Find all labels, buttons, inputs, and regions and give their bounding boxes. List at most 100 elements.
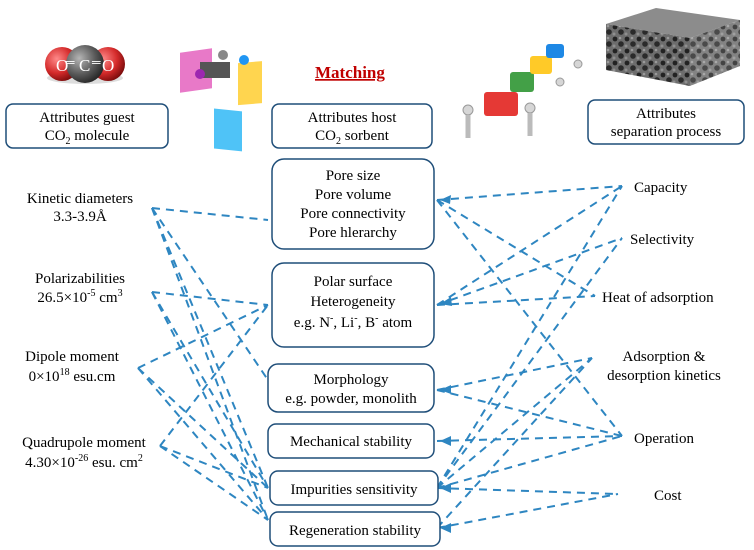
impurities-label: Impurities sensitivity (290, 482, 418, 498)
operation-label: Operation (634, 431, 694, 447)
puzzle-blue (546, 44, 564, 58)
mechanical-box-frame (267, 423, 435, 459)
double-bond-right: ═ (91, 55, 101, 69)
link-surface-capacity (436, 185, 623, 306)
figure-head-1 (218, 50, 228, 60)
process-box-frame (587, 99, 745, 145)
cube-dark-top (200, 62, 230, 78)
cube-pink (180, 48, 212, 93)
pore-line-4: Pore hlerarchy (309, 225, 397, 241)
kinetic-value: 3.3-3.9Å (53, 209, 106, 225)
link-mechanical-operation (436, 435, 623, 442)
link-pore-operation (436, 199, 623, 437)
guest-attribute-polar: Polarizabilities 26.5×10-5 cm3 (35, 271, 125, 306)
link-polar-regeneration (151, 291, 269, 521)
morphology-box-frame (267, 363, 435, 413)
kinetic-label: Kinetic diameters (27, 191, 133, 207)
guest-attributes-box: Attributes guest CO2 molecule (5, 103, 169, 149)
polar-surface-line-3: e.g. N-, Li-, B- atom (294, 313, 413, 331)
link-dipole-impurities (137, 367, 269, 489)
puzzle-people-illustration (462, 44, 583, 138)
guest-box-frame (5, 103, 169, 149)
quad-value: 4.30×10-26 esu. cm2 (25, 453, 143, 471)
oxygen-left-label: O (56, 56, 68, 75)
figure-head-a (462, 104, 474, 116)
guest-attribute-kinetic: Kinetic diameters 3.3-3.9Å (27, 191, 133, 225)
regeneration-box-frame (269, 511, 441, 547)
process-attributes-box: Attributes separation process (587, 99, 745, 145)
link-kinetic-impurities (151, 207, 269, 489)
link-morphology-kinetics (436, 357, 593, 391)
host-box-morphology: Morphology e.g. powder, monolith (267, 363, 435, 413)
figure-head-c (555, 77, 565, 87)
host-box-line2: CO2 sorbent (315, 128, 390, 147)
mechanical-label: Mechanical stability (290, 434, 413, 450)
polar-value: 26.5×10-5 cm3 (37, 288, 122, 306)
morphology-line-2: e.g. powder, monolith (285, 391, 417, 407)
selectivity-label: Selectivity (630, 232, 695, 248)
host-box-frame (271, 103, 433, 149)
process-box-line2: separation process (611, 124, 722, 140)
host-box-mechanical: Mechanical stability (267, 423, 435, 459)
connection-lines (137, 185, 623, 529)
pore-line-1: Pore size (326, 168, 381, 184)
quad-label: Quadrupole moment (22, 435, 147, 451)
host-box-polar-surface: Polar surface Heterogeneity e.g. N-, Li-… (271, 262, 435, 348)
cube-yellow (238, 61, 262, 106)
dipole-value: 0×1018 esu.cm (29, 367, 116, 385)
host-box-line1: Attributes host (308, 110, 398, 126)
link-polar-impurities (151, 291, 269, 489)
arrowhead-morphology (440, 385, 451, 394)
morphology-line-1: Morphology (314, 372, 390, 388)
double-bond-left: ═ (65, 55, 75, 69)
link-impurities-cost (436, 487, 619, 495)
link-kinetic-morphology (151, 207, 269, 381)
link-pore-capacity (436, 185, 623, 201)
capacity-label: Capacity (634, 180, 688, 196)
arrowheads (440, 195, 452, 533)
polar-surface-line-2: Heterogeneity (311, 294, 396, 310)
arrowhead-impurities (440, 483, 451, 493)
people-cubes-illustration (180, 48, 262, 152)
carbon-atom (66, 45, 104, 83)
pore-line-2: Pore volume (315, 187, 392, 203)
figure-head-2 (239, 55, 249, 65)
impurities-box-frame (269, 470, 439, 506)
link-pore-heat (436, 199, 596, 297)
process-box-line1: Attributes (636, 106, 696, 122)
link-regeneration-kinetics (436, 357, 593, 529)
link-surface-selectivity (436, 237, 623, 306)
heat-label: Heat of adsorption (602, 290, 714, 306)
link-impurities-capacity (436, 185, 623, 489)
guest-attribute-quad: Quadrupole moment 4.30×10-26 esu. cm2 (22, 435, 147, 471)
carbon-label: C (79, 56, 90, 75)
pore-box-frame (271, 158, 435, 250)
monolith-side (690, 20, 740, 86)
link-impurities-selectivity (436, 237, 623, 489)
guest-attribute-dipole: Dipole moment 0×1018 esu.cm (25, 349, 120, 385)
kinetics-label-line2: desorption kinetics (607, 368, 721, 384)
monolith-front (606, 24, 690, 86)
porous-monolith-illustration (606, 8, 740, 86)
link-quad-impurities (159, 445, 269, 489)
link-dipole-surface (137, 304, 269, 369)
figure-head-3 (195, 69, 205, 79)
puzzle-yellow (530, 56, 552, 74)
arrowhead-surface (440, 297, 452, 306)
polar-label: Polarizabilities (35, 271, 125, 287)
pore-line-3: Pore connectivity (300, 206, 406, 222)
guest-box-line2: CO2 molecule (45, 128, 130, 147)
link-regeneration-cost (436, 493, 619, 529)
polar-surface-box-frame (271, 262, 435, 348)
link-impurities-operation (436, 435, 623, 489)
host-box-regeneration: Regeneration stability (269, 511, 441, 547)
link-polar-surface (151, 291, 269, 306)
figure-head-d (573, 59, 583, 69)
cost-label: Cost (654, 488, 682, 504)
arrowhead-pore (440, 195, 451, 204)
link-quad-regeneration (159, 445, 269, 521)
guest-box-line1: Attributes guest (39, 110, 135, 126)
arrowhead-mechanical (440, 436, 451, 446)
